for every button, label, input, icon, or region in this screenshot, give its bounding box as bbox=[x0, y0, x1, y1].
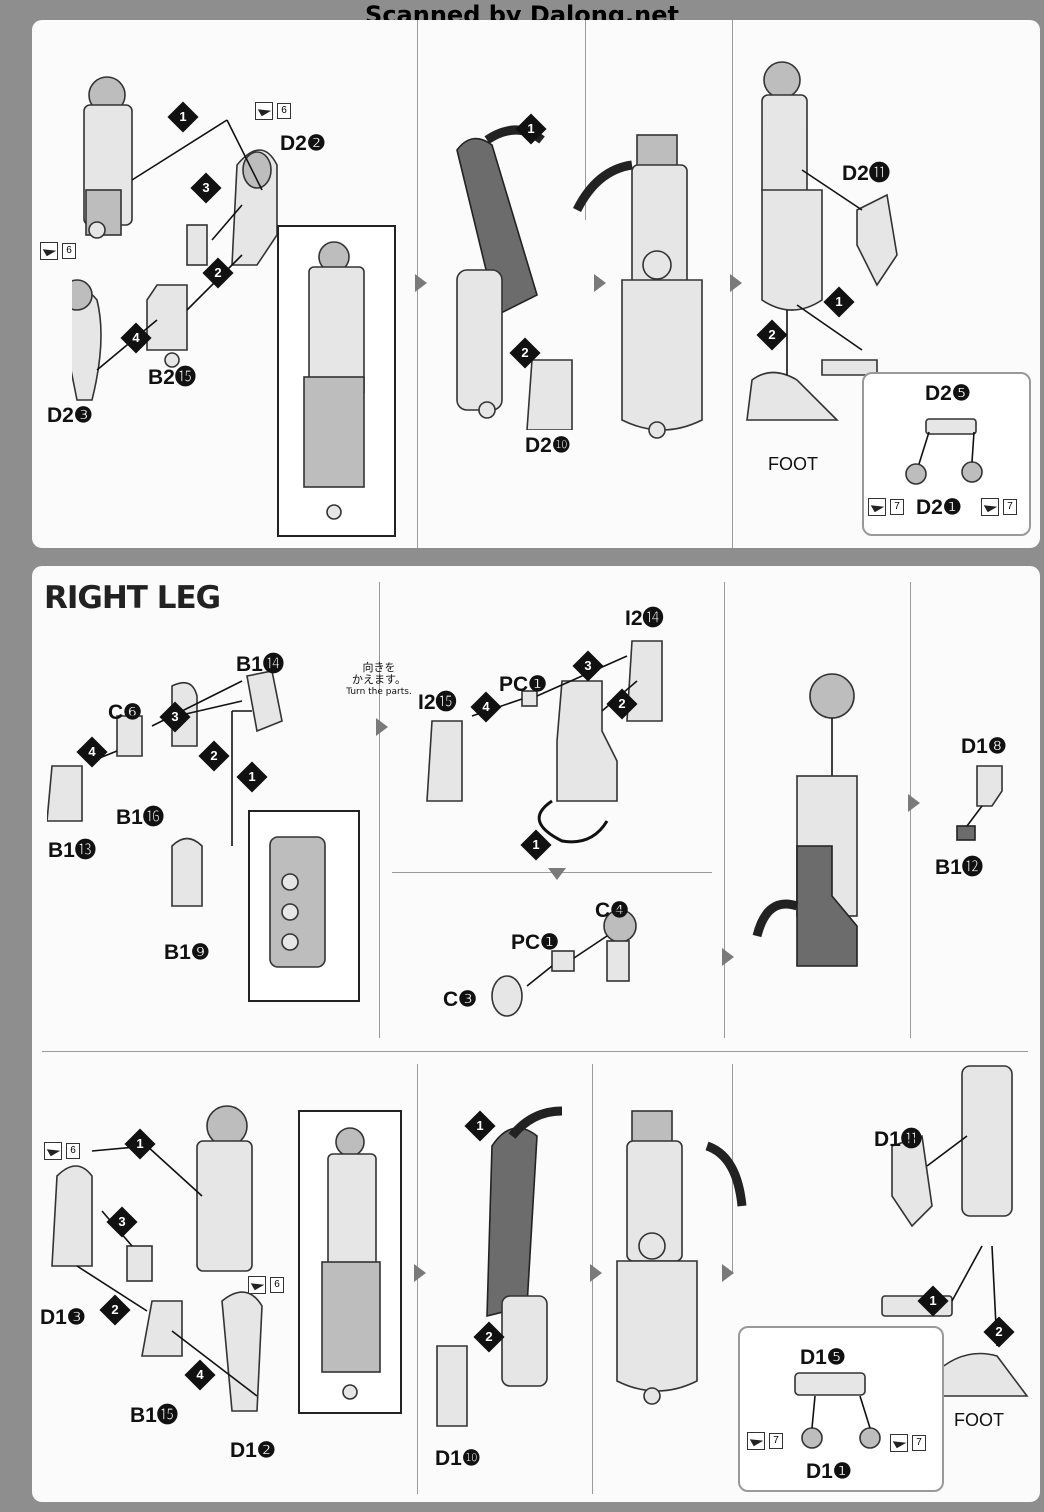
part-label: D1❿ bbox=[435, 1447, 481, 1470]
step-2-badge: 2 bbox=[99, 1294, 131, 1326]
divider bbox=[42, 1051, 1028, 1052]
arm-rotate-illustration bbox=[456, 125, 573, 430]
arm-front-illustration bbox=[572, 134, 703, 439]
step-3-badge: 3 bbox=[190, 172, 222, 204]
nipper-tool-icon: 7 bbox=[890, 1434, 932, 1452]
nipper-tool-icon: 7 bbox=[868, 498, 910, 516]
lower-leg-front-illustration bbox=[616, 1110, 747, 1405]
step-2-badge: 2 bbox=[756, 319, 788, 351]
part-label: PC❶ bbox=[499, 673, 547, 696]
part-label: B1❾ bbox=[164, 941, 210, 964]
nipper-tool-icon: 7 bbox=[981, 498, 1023, 516]
divider bbox=[724, 582, 725, 1038]
part-label: D2❺ bbox=[925, 382, 971, 405]
assembled-lower-leg-inset bbox=[298, 1110, 402, 1414]
right-arm-panel: 1 3 2 4 6 6 D2❷ B2⓯ D2❸ 1 2 D2❿ bbox=[32, 20, 1040, 548]
part-label: I2⓯ bbox=[418, 691, 457, 714]
step-4-badge: 4 bbox=[184, 1359, 216, 1391]
right-leg-panel: RIGHT LEG 3 2 4 1 B1⓮ C❻ B1⓰ B1⓭ B1❾ bbox=[32, 566, 1040, 1502]
nipper-tool-icon: 6 bbox=[255, 102, 297, 120]
next-arrow-icon bbox=[414, 1264, 426, 1282]
arm-parts-illustration bbox=[72, 76, 278, 401]
nipper-tool-icon: 6 bbox=[44, 1142, 86, 1160]
nipper-tool-icon: 7 bbox=[747, 1432, 789, 1450]
section-title: RIGHT LEG bbox=[44, 580, 221, 616]
part-label: B1⓭ bbox=[48, 839, 96, 862]
part-label: D2❷ bbox=[280, 132, 326, 155]
part-label: D2❿ bbox=[525, 434, 571, 457]
step-1-badge: 1 bbox=[515, 113, 547, 145]
turn-note: 向きを かえます。 Turn the parts. bbox=[346, 661, 412, 698]
step-1-badge: 1 bbox=[520, 829, 552, 861]
knee-parts-illustration bbox=[956, 765, 1003, 841]
next-arrow-icon bbox=[594, 274, 606, 292]
step-1-badge: 1 bbox=[823, 286, 855, 318]
next-arrow-icon bbox=[376, 718, 388, 736]
part-label: D1❺ bbox=[800, 1346, 846, 1369]
leg-parts-illustration bbox=[47, 670, 283, 907]
step-4-badge: 4 bbox=[120, 322, 152, 354]
part-label: D1❷ bbox=[230, 1439, 276, 1462]
step-1-badge: 1 bbox=[124, 1128, 156, 1160]
part-label: B1⓮ bbox=[236, 653, 284, 676]
part-label: C❸ bbox=[443, 988, 477, 1011]
part-label: C❻ bbox=[108, 701, 142, 724]
step-2-badge: 2 bbox=[509, 337, 541, 369]
part-label: D1❶ bbox=[806, 1460, 852, 1483]
next-arrow-icon bbox=[590, 1264, 602, 1282]
divider bbox=[379, 582, 380, 1038]
step-4-badge: 4 bbox=[76, 736, 108, 768]
next-arrow-icon bbox=[722, 1264, 734, 1282]
lower-leg-rotate-illustration bbox=[436, 1106, 563, 1427]
lower-leg-foot-illustration bbox=[881, 1065, 1029, 1397]
part-label: D2❶ bbox=[916, 496, 962, 519]
next-arrow-icon bbox=[908, 794, 920, 812]
step-2-badge: 2 bbox=[473, 1321, 505, 1353]
divider bbox=[585, 20, 586, 220]
detail-inset bbox=[738, 1326, 944, 1492]
down-arrow-icon bbox=[548, 868, 566, 880]
next-arrow-icon bbox=[415, 274, 427, 292]
part-label: D1❽ bbox=[961, 735, 1007, 758]
part-label: B1⓯ bbox=[130, 1404, 178, 1427]
step-4-badge: 4 bbox=[470, 691, 502, 723]
assembled-arm-inset bbox=[277, 225, 396, 537]
step-1-badge: 1 bbox=[236, 761, 268, 793]
nipper-tool-icon: 6 bbox=[248, 1276, 290, 1294]
assembled-thigh-inset bbox=[248, 810, 360, 1002]
part-label: B1⓬ bbox=[935, 856, 983, 879]
part-label: D1❸ bbox=[40, 1306, 86, 1329]
step-2-badge: 2 bbox=[202, 257, 234, 289]
step-1-badge: 1 bbox=[167, 101, 199, 133]
part-label: B2⓯ bbox=[148, 366, 196, 389]
step-2-badge: 2 bbox=[983, 1316, 1015, 1348]
part-label: D2❸ bbox=[47, 404, 93, 427]
foot-label: FOOT bbox=[768, 454, 818, 474]
step-3-badge: 3 bbox=[159, 701, 191, 733]
joint-illustration bbox=[491, 909, 637, 1017]
hip-illustration bbox=[426, 640, 663, 844]
next-arrow-icon bbox=[722, 948, 734, 966]
step-2-badge: 2 bbox=[198, 740, 230, 772]
step-1-badge: 1 bbox=[464, 1110, 496, 1142]
part-label: D1⓫ bbox=[874, 1128, 922, 1151]
step-3-badge: 3 bbox=[572, 650, 604, 682]
step-1-badge: 1 bbox=[917, 1285, 949, 1317]
lower-leg-parts-illustration bbox=[51, 1105, 263, 1412]
arm-forearm-illustration bbox=[746, 61, 898, 421]
leg-rotate-illustration bbox=[752, 673, 858, 967]
step-2-badge: 2 bbox=[606, 688, 638, 720]
foot-label: FOOT bbox=[954, 1410, 1004, 1430]
part-label: B1⓰ bbox=[116, 806, 164, 829]
part-label: PC❶ bbox=[511, 931, 559, 954]
nipper-tool-icon: 6 bbox=[40, 242, 82, 260]
part-label: D2⓫ bbox=[842, 162, 890, 185]
part-label: I2⓮ bbox=[625, 607, 664, 630]
next-arrow-icon bbox=[730, 274, 742, 292]
step-3-badge: 3 bbox=[106, 1206, 138, 1238]
part-label: C❹ bbox=[595, 899, 629, 922]
